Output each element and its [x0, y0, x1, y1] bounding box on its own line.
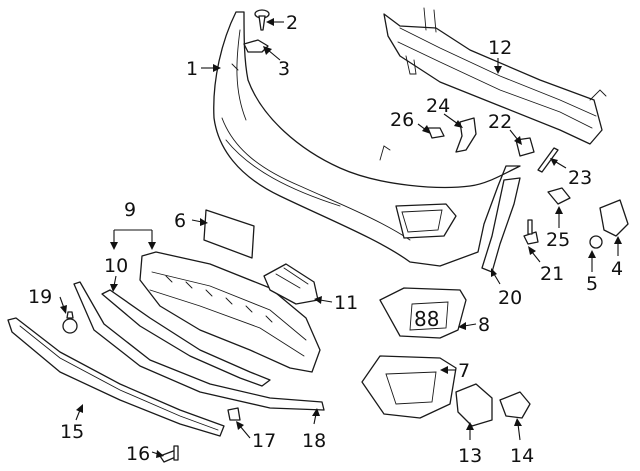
screw-part-2 — [254, 9, 270, 31]
fastener-part-5 — [589, 235, 603, 249]
callout-14: 14 — [510, 445, 534, 467]
callout-labels: 1 2 3 12 26 24 22 23 25 4 5 21 20 6 9 10… — [28, 12, 623, 467]
callout-16: 16 — [126, 443, 150, 465]
callout-10: 10 — [104, 255, 128, 277]
callout-8: 8 — [478, 314, 490, 336]
callout-15: 15 — [60, 421, 84, 443]
clip-part-26 — [427, 127, 445, 139]
grille-part-9 — [139, 251, 321, 373]
callout-26: 26 — [390, 109, 414, 131]
connector-part-14 — [499, 391, 531, 419]
callout-13: 13 — [458, 445, 482, 467]
leader-lines — [59, 18, 622, 458]
reinforcement-bar-part — [383, 7, 607, 145]
callout-5: 5 — [586, 273, 598, 295]
sensor-module-part-13 — [455, 383, 493, 427]
callout-11: 11 — [334, 292, 358, 314]
callout-19: 19 — [28, 286, 52, 308]
lower-strip-part-18 — [73, 281, 325, 411]
callout-24: 24 — [426, 95, 450, 117]
callout-22: 22 — [488, 111, 512, 133]
bumper-cover-part — [213, 11, 521, 267]
fog-lamp-bezel-part-8: 88 — [379, 287, 467, 339]
push-pin-part-19 — [62, 311, 78, 334]
callout-23: 23 — [568, 167, 592, 189]
callout-25: 25 — [546, 229, 570, 251]
callout-17: 17 — [252, 430, 276, 452]
callout-12: 12 — [488, 37, 512, 59]
clip-part-17 — [227, 407, 241, 421]
callout-9: 9 — [124, 199, 136, 221]
bolt-part-25 — [547, 187, 571, 205]
lower-molding-part-10 — [101, 289, 271, 387]
callout-3: 3 — [278, 58, 290, 80]
callout-7: 7 — [458, 360, 470, 382]
callout-21: 21 — [540, 263, 564, 285]
fog-lamp-housing-part-7 — [361, 355, 457, 419]
bracket-part-4 — [599, 199, 629, 237]
callout-2: 2 — [286, 12, 298, 34]
side-trim-part-20 — [481, 177, 521, 273]
bolt-part-21 — [523, 219, 539, 245]
callout-6: 6 — [174, 210, 186, 232]
clip-part-3 — [243, 39, 269, 53]
callout-1: 1 — [186, 58, 198, 80]
license-bracket-part-6 — [203, 209, 255, 259]
bolt-part-16 — [159, 445, 179, 463]
callout-4: 4 — [611, 258, 623, 280]
callout-18: 18 — [302, 430, 326, 452]
pin-part-23 — [537, 147, 559, 173]
bezel-emboss: 88 — [414, 307, 439, 331]
lower-spoiler-part-15 — [7, 317, 225, 437]
callout-20: 20 — [498, 287, 522, 309]
